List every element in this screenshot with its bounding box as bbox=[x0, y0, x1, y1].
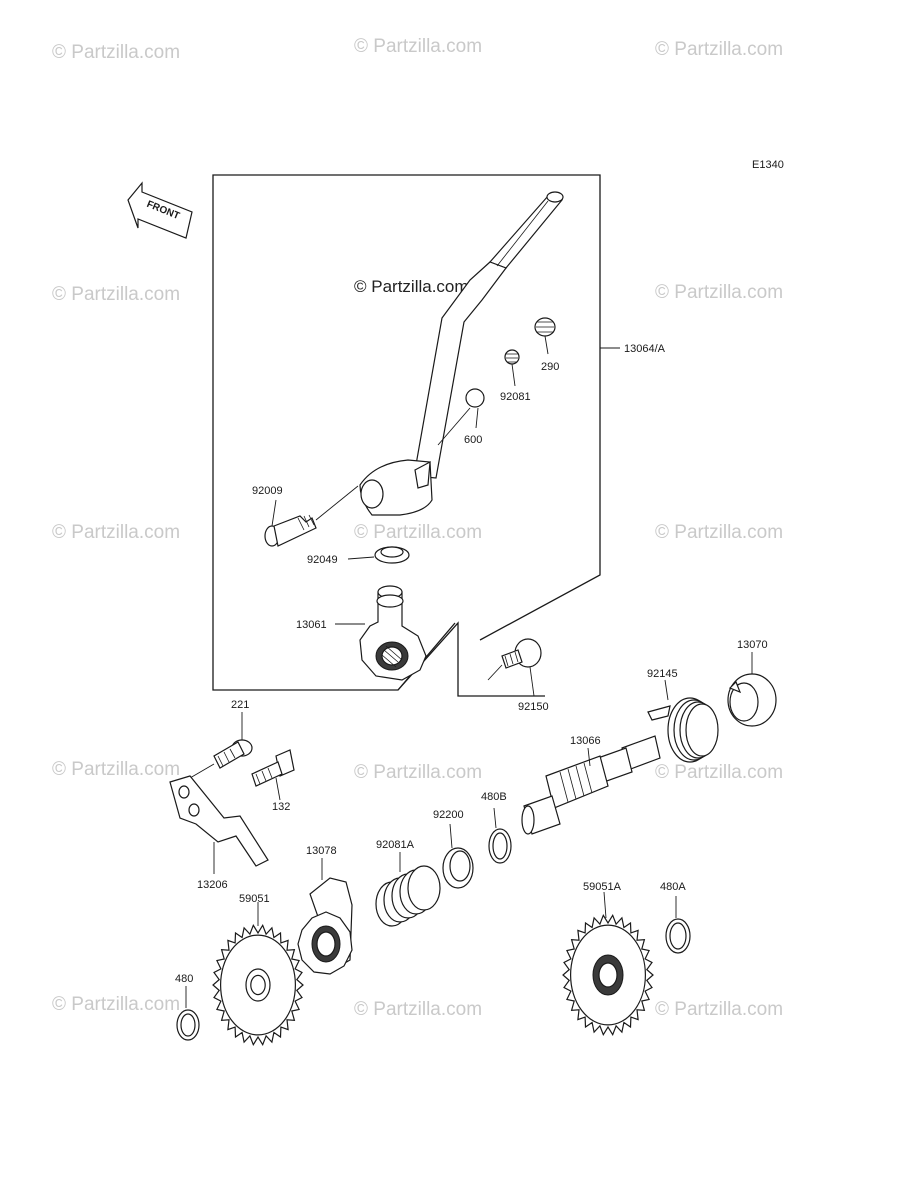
part-13061 bbox=[335, 585, 427, 681]
watermark-center: © Partzilla.com bbox=[354, 277, 469, 296]
callout-13070: 13070 bbox=[737, 639, 768, 651]
callout-221: 221 bbox=[231, 699, 249, 711]
callout-480A: 480A bbox=[660, 881, 686, 893]
callout-480B: 480B bbox=[481, 791, 507, 803]
callout-13206: 13206 bbox=[197, 879, 228, 891]
leader-59051A bbox=[603, 891, 607, 919]
watermark: © Partzilla.com bbox=[354, 522, 482, 543]
callout-92009: 92009 bbox=[252, 485, 283, 497]
front-arrow-icon: FRONT bbox=[127, 181, 193, 239]
callout-92081A: 92081A bbox=[376, 839, 415, 851]
part-59051A bbox=[562, 913, 654, 1037]
watermark: © Partzilla.com bbox=[354, 999, 482, 1020]
callout-132: 132 bbox=[272, 801, 290, 813]
watermark: © Partzilla.com bbox=[655, 282, 783, 303]
watermark: © Partzilla.com bbox=[52, 994, 180, 1015]
part-290 bbox=[534, 317, 556, 355]
callout-92150: 92150 bbox=[518, 701, 549, 713]
part-13070 bbox=[727, 652, 777, 727]
part-13206 bbox=[169, 775, 269, 874]
part-600 bbox=[437, 388, 485, 446]
watermark: © Partzilla.com bbox=[52, 759, 180, 780]
watermark: © Partzilla.com bbox=[655, 762, 783, 783]
part-132 bbox=[251, 749, 295, 801]
part-92145 bbox=[647, 679, 719, 763]
part-13078 bbox=[297, 858, 353, 975]
callout-480: 480 bbox=[175, 973, 193, 985]
watermark: © Partzilla.com bbox=[655, 39, 783, 60]
diagram-code: E1340 bbox=[752, 159, 784, 171]
watermark: © Partzilla.com bbox=[52, 42, 180, 63]
part-480B bbox=[488, 807, 512, 864]
callout-13078: 13078 bbox=[306, 845, 337, 857]
callout-59051: 59051 bbox=[239, 893, 270, 905]
watermark: © Partzilla.com bbox=[52, 522, 180, 543]
callout-92049: 92049 bbox=[307, 554, 338, 566]
part-59051 bbox=[212, 923, 304, 1047]
callout-59051A: 59051A bbox=[583, 881, 622, 893]
assembly-frame-break bbox=[397, 621, 545, 697]
assembly-frame bbox=[212, 174, 601, 691]
callout-13061: 13061 bbox=[296, 619, 327, 631]
callout-92200: 92200 bbox=[433, 809, 464, 821]
watermark-layer: © Partzilla.com © Partzilla.com © Partzi… bbox=[52, 36, 783, 1020]
callout-13064A: 13064/A bbox=[624, 343, 666, 355]
callout-600: 600 bbox=[464, 434, 482, 446]
part-92150 bbox=[487, 638, 542, 697]
watermark: © Partzilla.com bbox=[354, 36, 482, 57]
part-92200 bbox=[442, 823, 474, 889]
watermark: © Partzilla.com bbox=[655, 522, 783, 543]
part-480 bbox=[176, 986, 200, 1041]
kick-pedal-arm bbox=[359, 191, 564, 516]
part-92009 bbox=[264, 485, 359, 547]
watermark: © Partzilla.com bbox=[52, 284, 180, 305]
callout-290: 290 bbox=[541, 361, 559, 373]
callout-13066: 13066 bbox=[570, 735, 601, 747]
part-92081A bbox=[375, 852, 441, 927]
watermark: © Partzilla.com bbox=[354, 762, 482, 783]
part-221 bbox=[189, 712, 253, 779]
callout-92145: 92145 bbox=[647, 668, 678, 680]
watermark: © Partzilla.com bbox=[655, 999, 783, 1020]
part-92081 bbox=[504, 349, 520, 387]
part-480A bbox=[665, 896, 691, 954]
part-13066 bbox=[521, 735, 661, 835]
callout-92081: 92081 bbox=[500, 391, 531, 403]
part-92049 bbox=[347, 546, 410, 564]
